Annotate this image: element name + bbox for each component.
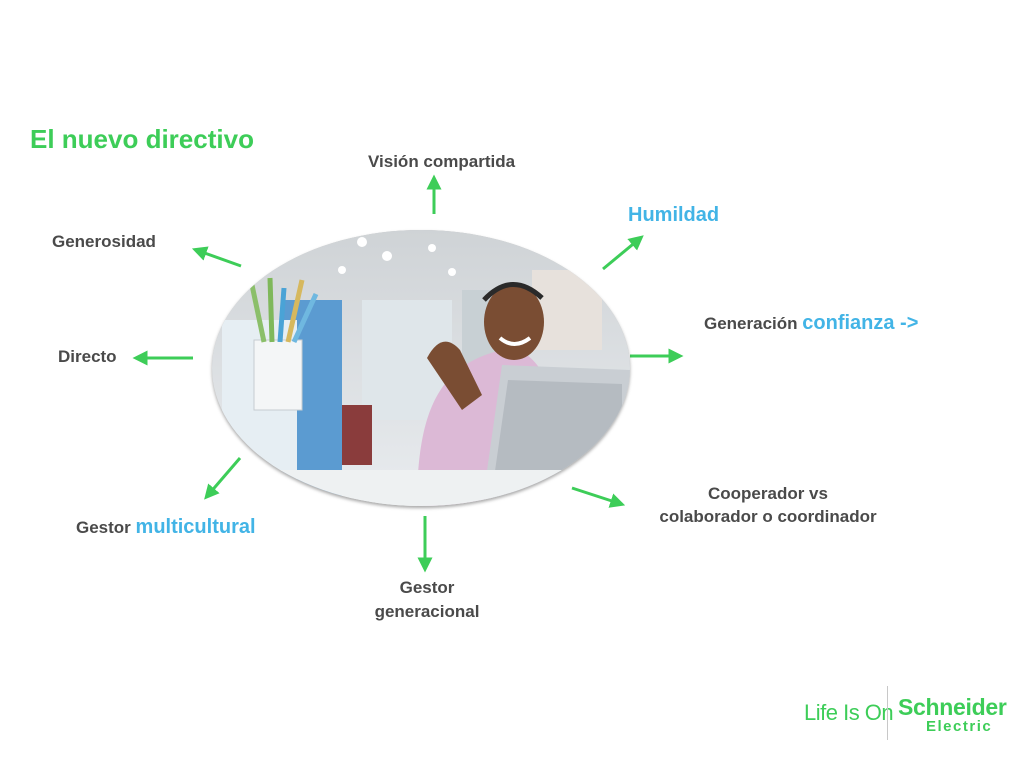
brand-name-electric: Electric [926, 718, 993, 735]
label-humildad: Humildad [628, 204, 720, 226]
page-title: El nuevo directivo [30, 124, 254, 154]
arrow-up-left [191, 246, 242, 268]
life-is-on-tagline: Life Is On [804, 700, 894, 725]
label-gestor-generacional: Gestor generacional [350, 576, 504, 624]
label-multicultural-prefix: Gestor [76, 518, 136, 537]
logo-divider [887, 686, 888, 740]
arrow-down-left [204, 457, 242, 500]
label-confianza-prefix: Generación [704, 314, 803, 333]
label-generosidad: Generosidad [52, 232, 156, 251]
schneider-electric-logo: Life Is On Schneider Electric [800, 684, 1010, 744]
label-generacion-confianza: Generación confianza -> [704, 312, 918, 335]
office-illustration [212, 230, 630, 506]
label-cooperador: Cooperador vs colaborador o coordinador [632, 482, 904, 528]
label-vision-compartida: Visión compartida [368, 152, 516, 171]
label-multicultural-accent: multicultural [135, 516, 256, 538]
label-confianza-accent: confianza -> [802, 312, 919, 334]
arrow-up-right [602, 235, 644, 271]
office-photo [212, 230, 630, 506]
label-gestor-multicultural: Gestor multicultural [76, 516, 256, 539]
brand-name-schneider: Schneider [898, 694, 1007, 720]
label-cooperador-line1: Cooperador vs [708, 484, 828, 503]
arrow-down-right [571, 486, 626, 508]
label-generacional-line2: generacional [374, 602, 480, 621]
label-generacional-line1: Gestor [399, 578, 455, 597]
label-cooperador-line2: colaborador o coordinador [659, 507, 877, 526]
label-directo: Directo [58, 347, 117, 366]
